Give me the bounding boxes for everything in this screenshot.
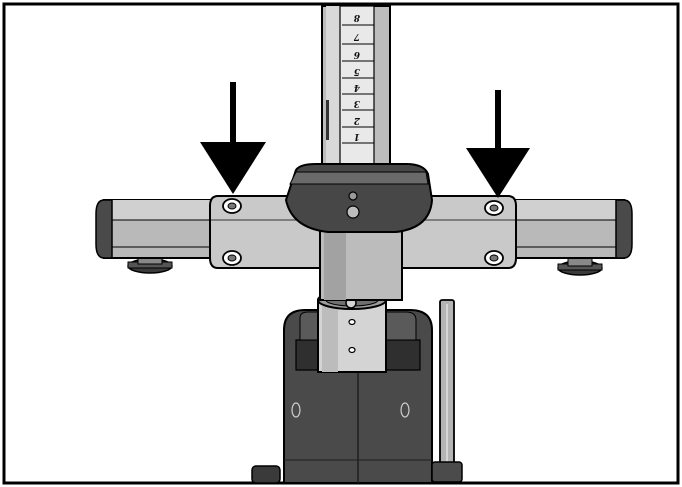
scale-number-6: 6 (353, 49, 360, 59)
scale-number-5: 5 (354, 66, 360, 76)
scale-number-2: 2 (354, 115, 361, 125)
seat-post (321, 5, 391, 177)
lower-tube (317, 290, 387, 373)
scale-number-1: 1 (354, 131, 360, 141)
left-upper-bolt (222, 198, 242, 214)
right-lower-bolt (484, 250, 504, 266)
post-collar (284, 163, 434, 233)
right-upper-bolt (484, 200, 504, 216)
scale-number-4: 4 (354, 82, 360, 92)
scale-number-8: 8 (353, 12, 360, 22)
right-leveler-foot (557, 253, 603, 276)
left-lower-bolt (222, 250, 242, 266)
left-pointer-arrow (200, 82, 266, 194)
scale-number-7: 7 (353, 31, 360, 41)
height-scale: 8 7 6 5 4 3 2 1 (342, 12, 374, 144)
right-pointer-arrow (466, 90, 530, 198)
side-lever (431, 299, 463, 483)
scale-number-3: 3 (354, 98, 360, 108)
